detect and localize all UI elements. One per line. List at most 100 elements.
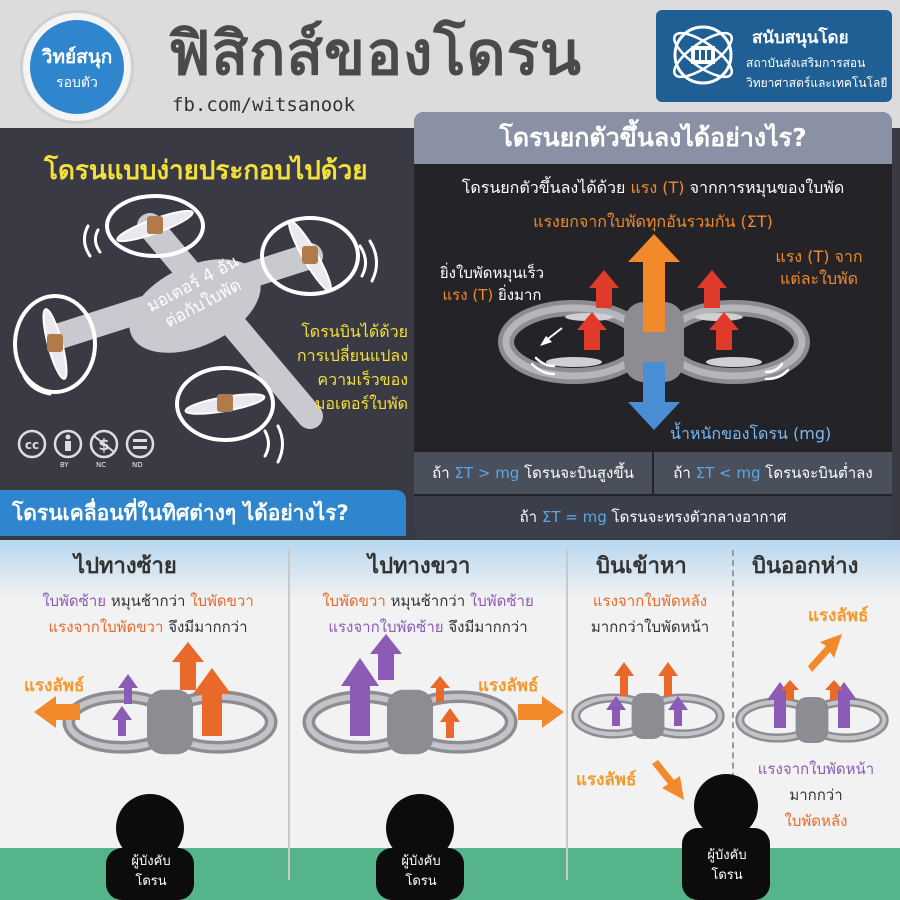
logo-line2: รอบตัว [56,75,98,91]
movement-title: โดรนเคลื่อนที่ในทิศต่างๆ ได้อย่างไร? [0,490,406,536]
cond-up-post: โดรนจะบินสูงขึ้น [524,464,634,482]
logo-line1: วิทย์สนุก [41,46,113,68]
away-resultant: แรงลัพธ์ [808,606,869,626]
lift-title: โดรนยกตัวขึ้นลงได้อย่างไร? [414,112,892,164]
total-lift-label: แรงยกจากใบพัดทุกอันรวมกัน (ΣT) [533,212,773,231]
cond-down-symbol: ΣT < mg [695,464,761,482]
toward-line2: มากกว่าใบพัดหน้า [590,618,710,636]
cond-down-post: โดรนจะบินต่ำลง [765,464,873,482]
go-right-line1: ใบพัดขวา หมุนช้ากว่า ใบพัดซ้าย [290,588,566,614]
go-right-heading: ไปทางขวา [368,554,471,579]
go-right-resultant: แรงลัพธ์ [478,676,539,696]
flight-desc-line: การเปลี่ยนแปลง [296,346,408,365]
go-left-heading: ไปทางซ้าย [74,554,177,579]
movement-section: ไปทางซ้าย ใบพัดซ้าย หมุนช้ากว่า ใบพัดขวา… [0,540,900,900]
quadcopter-illustration [13,194,378,464]
sponsor-title: สนับสนุนโดย [752,28,849,48]
per-prop-line1: แรง (T) จาก [775,247,863,266]
away-line1: แรงจากใบพัดหน้า [757,760,875,778]
per-prop-line2: แต่ละใบพัด [779,269,858,288]
toward-line1: แรงจากใบพัดหลัง [592,592,708,610]
go-right-slow-prop: ใบพัดขวา [322,592,386,610]
license-by: BY [60,461,69,469]
cond-eq-post: โดรนจะทรงตัวกลางอากาศ [611,508,787,526]
go-left-slow-prop: ใบพัดซ้าย [42,592,107,610]
lift-panel: โดรนยกตัวขึ้นลงได้อย่างไร? โดรนยกตัวขึ้น… [414,112,892,538]
faster-spin-line1: ยิ่งใบพัดหมุนเร็ว [439,264,545,282]
faster-spin-line2: แรง (T) ยิ่งมาก [422,284,562,306]
flight-desc-line: ความเร็วของ [317,370,408,389]
sky-band [0,540,900,600]
svg-text:cc: cc [25,438,39,452]
away-line3: ใบพัดหลัง [784,812,848,830]
pilot-label: ผู้บังคับ โดรน [106,852,196,892]
flight-desc-line: โดรนบินได้ด้วย [301,322,408,341]
movement-diagrams [34,634,900,900]
cond-up-symbol: ΣT > mg [454,464,520,482]
license-nd: ND [132,461,143,469]
page-title: ฟิสิกส์ของโดรน [168,19,582,89]
go-right-text: ใบพัดขวา หมุนช้ากว่า ใบพัดซ้าย แรงจากใบพ… [290,588,566,640]
faster-spin-note: ยิ่งใบพัดหมุนเร็ว แรง (T) ยิ่งมาก [422,262,562,306]
away-text: แรงจากใบพัดหน้า มากกว่า ใบพัดหลัง [736,756,896,834]
go-left-force: แรงจากใบพัดขวา [48,618,164,636]
lift-desc-force: แรง (T) [630,178,685,197]
column-divider [566,550,568,880]
condition-up: ถ้า ΣT > mg โดรนจะบินสูงขึ้น [414,452,654,494]
lift-diagram [498,234,810,430]
cond-eq-symbol: ΣT = mg [541,508,607,526]
flight-description: โดรนบินได้ด้วย การเปลี่ยนแปลง ความเร็วขอ… [278,320,408,416]
toward-resultant: แรงลัพธ์ [576,770,637,790]
away-line2: มากกว่า [789,786,843,804]
pilot-line2: โดรน [405,874,437,889]
go-right-fast-prop: ใบพัดซ้าย [469,592,534,610]
lift-description: โดรนยกตัวขึ้นลงได้ด้วย แรง (T) จากการหมุ… [414,176,892,201]
weight-label: น้ำหนักของโดรน (mg) [670,424,832,443]
go-left-line2: แรงจากใบพัดขวา จึงมีมากกว่า [10,614,286,640]
condition-row: ถ้า ΣT > mg โดรนจะบินสูงขึ้น ถ้า ΣT < mg… [414,452,892,494]
pilot-line2: โดรน [135,874,167,889]
license-nc: NC [96,461,107,469]
condition-down: ถ้า ΣT < mg โดรนจะบินต่ำลง [654,452,892,494]
sponsor-line2: วิทยาศาสตร์และเทคโนโลยี [746,76,888,90]
per-prop-force-note: แรง (T) จาก แต่ละใบพัด [754,246,884,290]
creative-commons-icon[interactable]: cc $ [16,428,156,462]
sponsor-box: สนับสนุนโดย สถาบันส่งเสริมการสอน วิทยาศา… [656,10,892,102]
pilot-line1: ผู้บังคับ [131,854,171,869]
pilot-line1: ผู้บังคับ [401,854,441,869]
header: วิทย์สนุก รอบตัว ฟิสิกส์ของโดรน fb.com/w… [0,0,900,128]
column-divider [288,550,290,880]
column-divider-dashed [732,550,734,880]
go-left-fast-prop: ใบพัดขวา [190,592,254,610]
go-left-more: จึงมีมากกว่า [168,618,248,636]
toward-text: แรงจากใบพัดหลัง มากกว่าใบพัดหน้า [568,588,732,640]
sponsor-line1: สถาบันส่งเสริมการสอน [746,56,866,70]
simple-drone-title: โดรนแบบง่ายประกอบไปด้วย [44,156,368,186]
go-right-line2: แรงจากใบพัดซ้าย จึงมีมากกว่า [290,614,566,640]
facebook-link[interactable]: fb.com/witsanook [172,94,356,116]
pilot-line1: ผู้บังคับ [707,848,747,863]
condition-row-equal: ถ้า ΣT = mg โดรนจะทรงตัวกลางอากาศ [414,496,892,538]
pilot-line2: โดรน [711,868,743,883]
pilot-label: ผู้บังคับ โดรน [682,846,772,886]
faster-spin-more: ยิ่งมาก [497,286,542,304]
faster-spin-force: แรง (T) [442,286,494,304]
go-right-more: จึงมีมากกว่า [448,618,528,636]
pilot-label: ผู้บังคับ โดรน [376,852,466,892]
condition-hover: ถ้า ΣT = mg โดรนจะทรงตัวกลางอากาศ [414,496,892,538]
toward-heading: บินเข้าหา [596,554,687,579]
flight-desc-line: มอเตอร์ใบพัด [314,394,408,413]
go-left-text: ใบพัดซ้าย หมุนช้ากว่า ใบพัดขวา แรงจากใบพ… [10,588,286,640]
go-left-resultant: แรงลัพธ์ [24,676,85,696]
cond-up-pre: ถ้า [432,464,450,482]
cond-down-pre: ถ้า [673,464,691,482]
go-left-line1: ใบพัดซ้าย หมุนช้ากว่า ใบพัดขวา [10,588,286,614]
away-heading: บินออกห่าง [752,554,859,579]
lift-desc-pre: โดรนยกตัวขึ้นลงได้ด้วย [461,178,626,197]
lift-desc-post: จากการหมุนของใบพัด [689,178,845,197]
cond-eq-pre: ถ้า [519,508,538,526]
go-right-slower: หมุนช้ากว่า [390,592,466,610]
go-right-force: แรงจากใบพัดซ้าย [328,618,444,636]
witsanook-logo[interactable]: วิทย์สนุก รอบตัว [30,20,124,114]
go-left-slower: หมุนช้ากว่า [110,592,186,610]
